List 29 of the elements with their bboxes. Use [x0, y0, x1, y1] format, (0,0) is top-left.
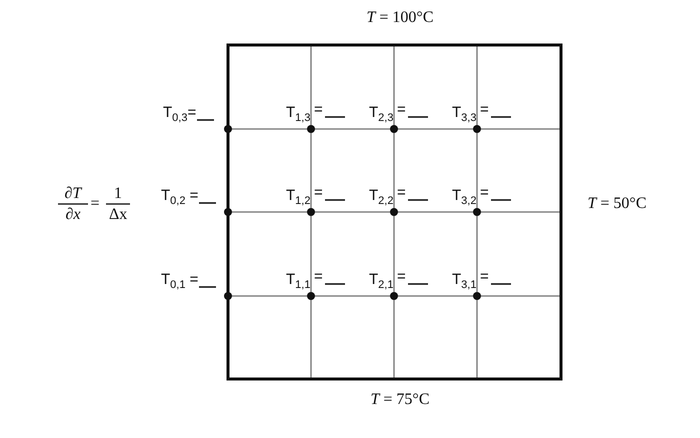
node-temperature-label: T$_{0,3}$=: [163, 104, 196, 122]
boundary-condition: T = 50°C: [588, 195, 646, 213]
node-temperature-label: T$_{1,2}$: [286, 187, 310, 205]
node-temperature-label: T$_{2,2}$: [369, 187, 394, 205]
boundary-condition: T = 75°C: [370, 391, 430, 409]
formula-term: ∂T: [64, 185, 82, 203]
equals-sign: =: [480, 268, 489, 286]
equals-sign: =: [480, 101, 489, 119]
node-temperature-label: T$_{2,1}$: [369, 271, 394, 289]
node-temperature-label: T$_{0,2}$ =: [161, 187, 198, 205]
node-temperature-label: T$_{3,1}$: [452, 271, 476, 289]
node-temperature-label: T$_{2,3}$: [369, 104, 394, 122]
node-temperature-label: T$_{1,3}$: [286, 104, 310, 122]
equals-sign: =: [314, 101, 323, 119]
formula-term: Δx: [109, 206, 128, 224]
node-temperature-label: T$_{3,2}$: [452, 187, 476, 205]
formula-term: =: [90, 195, 100, 213]
equals-sign: =: [480, 184, 489, 202]
equals-sign: =: [397, 184, 406, 202]
node-temperature-label: T$_{0,1}$ =: [161, 271, 198, 289]
formula-term: 1: [114, 185, 122, 203]
equals-sign: =: [314, 268, 323, 286]
node-temperature-label: T$_{3,3}$: [452, 104, 476, 122]
equals-sign: =: [397, 101, 406, 119]
formula-term: ∂x: [66, 206, 81, 224]
boundary-condition: T = 100°C: [366, 9, 434, 27]
node-temperature-label: T$_{1,1}$: [286, 271, 310, 289]
equals-sign: =: [314, 184, 323, 202]
equals-sign: =: [397, 268, 406, 286]
